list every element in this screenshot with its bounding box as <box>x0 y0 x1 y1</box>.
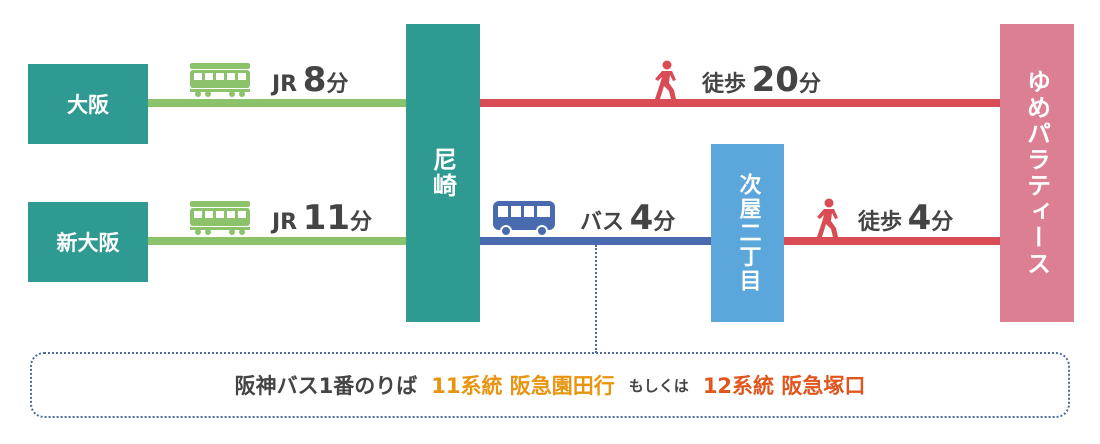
route-unit: 分 <box>798 72 821 97</box>
note-connector <box>595 245 597 353</box>
walk-line-main <box>480 99 1004 107</box>
route-mode: バス <box>580 210 625 235</box>
route-time: 11 <box>302 198 351 238</box>
bus-stop-label: 次屋二丁目 <box>735 173 761 293</box>
note-route-2: 12系統 阪急塚口 <box>702 374 866 398</box>
route-unit: 分 <box>350 210 373 235</box>
bus-stop-tsugiya: 次屋二丁目 <box>711 144 784 322</box>
route-label-jr-shin-osaka: JR 11分 <box>272 201 372 235</box>
route-time: 8 <box>302 60 327 100</box>
route-unit: 分 <box>326 72 349 97</box>
bus-icon <box>493 201 555 237</box>
route-mode: JR <box>272 210 298 235</box>
route-label-jr-osaka: JR 8分 <box>272 63 348 97</box>
train-icon <box>190 201 250 235</box>
route-label-walk-main: 徒歩 20分 <box>702 63 821 97</box>
jr-line-osaka <box>148 99 410 107</box>
route-time: 20 <box>751 60 799 100</box>
route-unit: 分 <box>931 210 954 235</box>
note-connector-text: もしくは <box>628 376 689 395</box>
route-mode: JR <box>272 72 298 97</box>
station-osaka: 大阪 <box>28 64 148 144</box>
route-label-bus: バス 4分 <box>580 201 675 235</box>
walk-line-short <box>784 237 1004 245</box>
route-mode: 徒歩 <box>702 72 747 97</box>
bus-line <box>480 237 714 245</box>
station-shin-osaka: 新大阪 <box>28 202 148 282</box>
train-icon <box>190 63 250 97</box>
note-route-1: 11系統 阪急園田行 <box>431 374 615 398</box>
bus-stop-note: 阪神バス1番のりば 11系統 阪急園田行 もしくは 12系統 阪急塚口 <box>30 352 1070 418</box>
route-unit: 分 <box>653 210 676 235</box>
station-amagasaki-label: 尼崎 <box>428 147 457 199</box>
station-osaka-label: 大阪 <box>67 93 109 117</box>
route-label-walk-short: 徒歩 4分 <box>858 201 953 235</box>
station-shin-osaka-label: 新大阪 <box>56 231 120 255</box>
walking-person-icon <box>655 60 676 99</box>
destination-label: ゆめパラティース <box>1022 69 1051 277</box>
route-time: 4 <box>907 198 932 238</box>
destination-yumeparadise: ゆめパラティース <box>1000 24 1074 322</box>
note-prefix: 阪神バス1番のりば <box>234 374 418 398</box>
walking-person-icon <box>817 198 838 237</box>
route-time: 4 <box>629 198 654 238</box>
jr-line-shin-osaka <box>148 237 410 245</box>
route-mode: 徒歩 <box>858 210 903 235</box>
station-amagasaki: 尼崎 <box>406 24 480 322</box>
